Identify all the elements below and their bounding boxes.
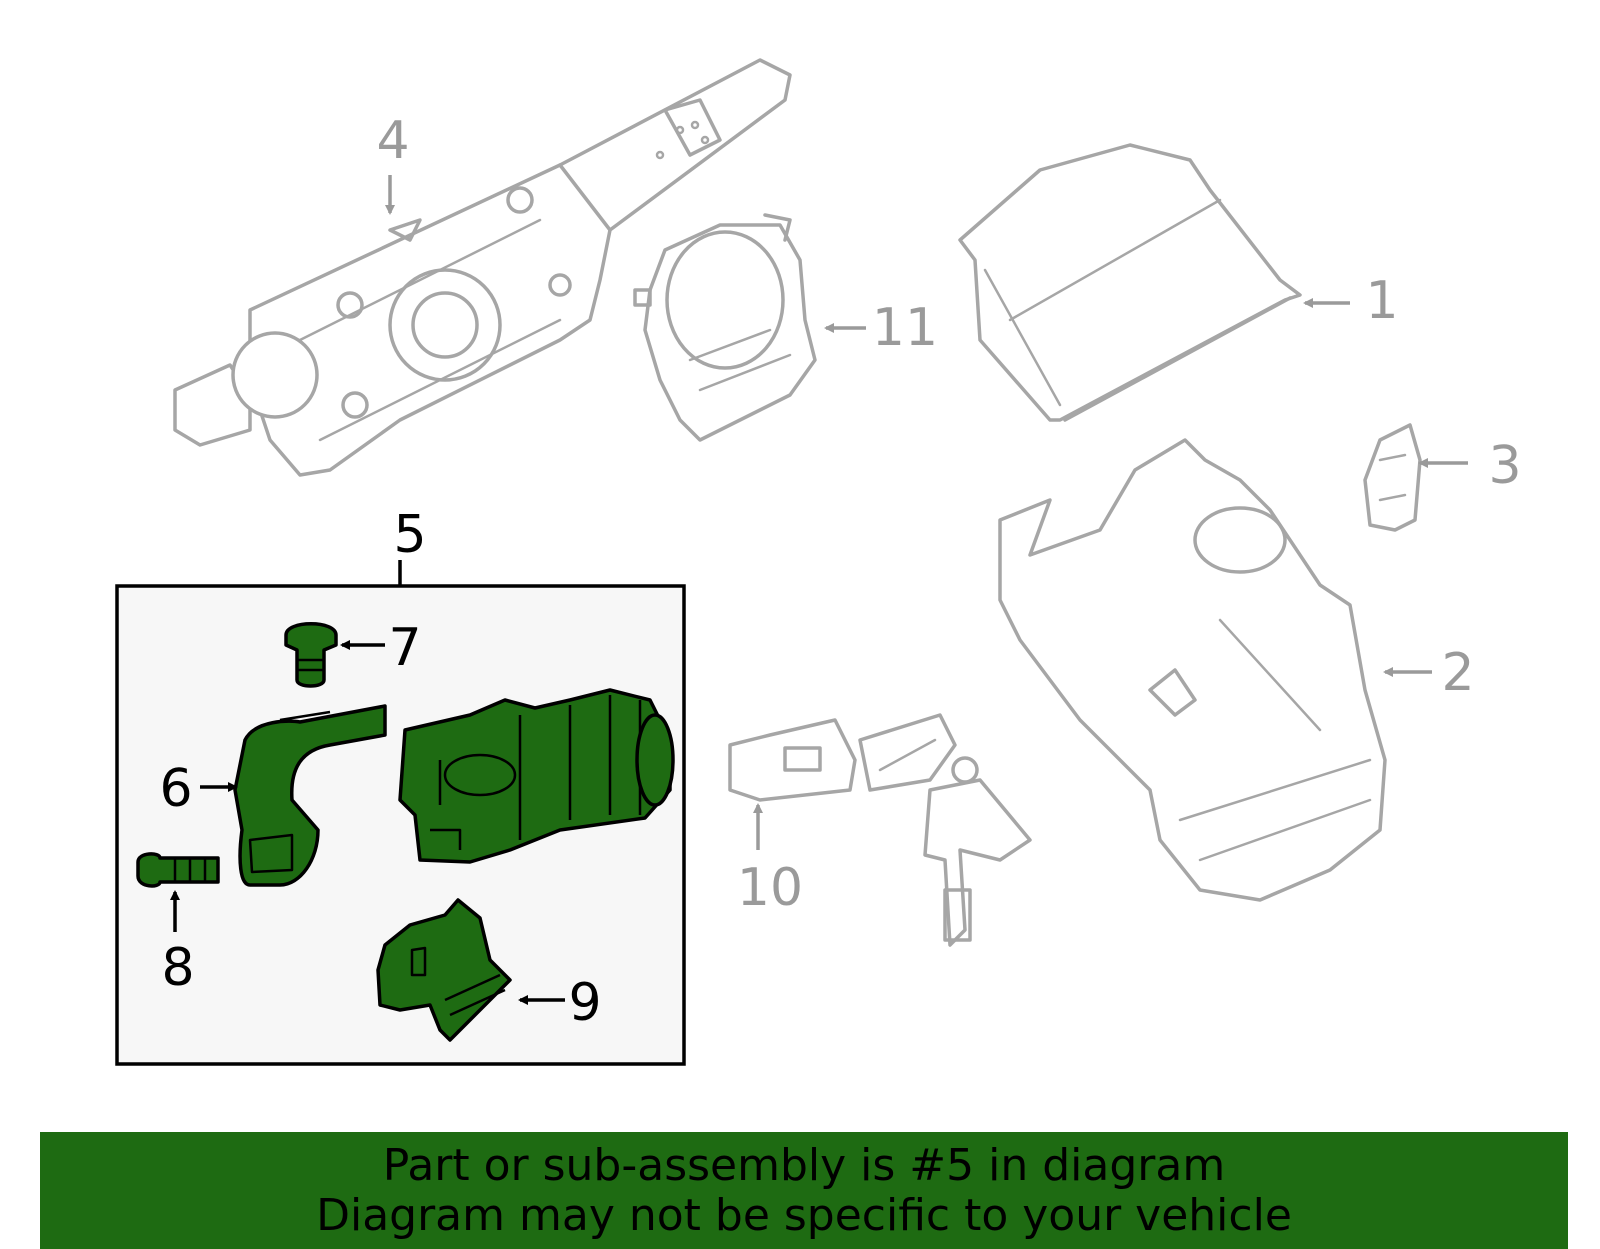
ignition-lock-housing-part: [398, 688, 675, 864]
screw-part: [284, 622, 338, 688]
callout-9: 9: [568, 973, 601, 1033]
callout-5: 5: [393, 505, 426, 565]
callout-2: 2: [1441, 643, 1474, 703]
callout-6: 6: [159, 759, 192, 819]
callout-11: 11: [872, 298, 938, 358]
ignition-switch-part: [376, 898, 512, 1042]
combination-switch-part: [173, 58, 792, 477]
callout-8: 8: [161, 938, 194, 998]
lock-cylinder-part: [728, 713, 1032, 947]
callout-4: 4: [376, 111, 409, 171]
clock-spring-part: [633, 213, 817, 442]
info-banner: Part or sub-assembly is #5 in diagram Di…: [40, 1132, 1568, 1249]
banner-line-1: Part or sub-assembly is #5 in diagram: [382, 1140, 1226, 1191]
retainer-clip-part: [1363, 423, 1422, 532]
callout-3: 3: [1488, 436, 1521, 496]
callout-10: 10: [737, 858, 803, 918]
upper-column-cover-part: [958, 143, 1302, 422]
lower-column-cover-part: [998, 438, 1387, 902]
cover-bracket-part: [233, 704, 387, 887]
banner-line-2: Diagram may not be specific to your vehi…: [316, 1190, 1292, 1241]
callout-7: 7: [388, 618, 421, 678]
callout-1: 1: [1365, 271, 1398, 331]
bolt-part: [136, 852, 220, 888]
